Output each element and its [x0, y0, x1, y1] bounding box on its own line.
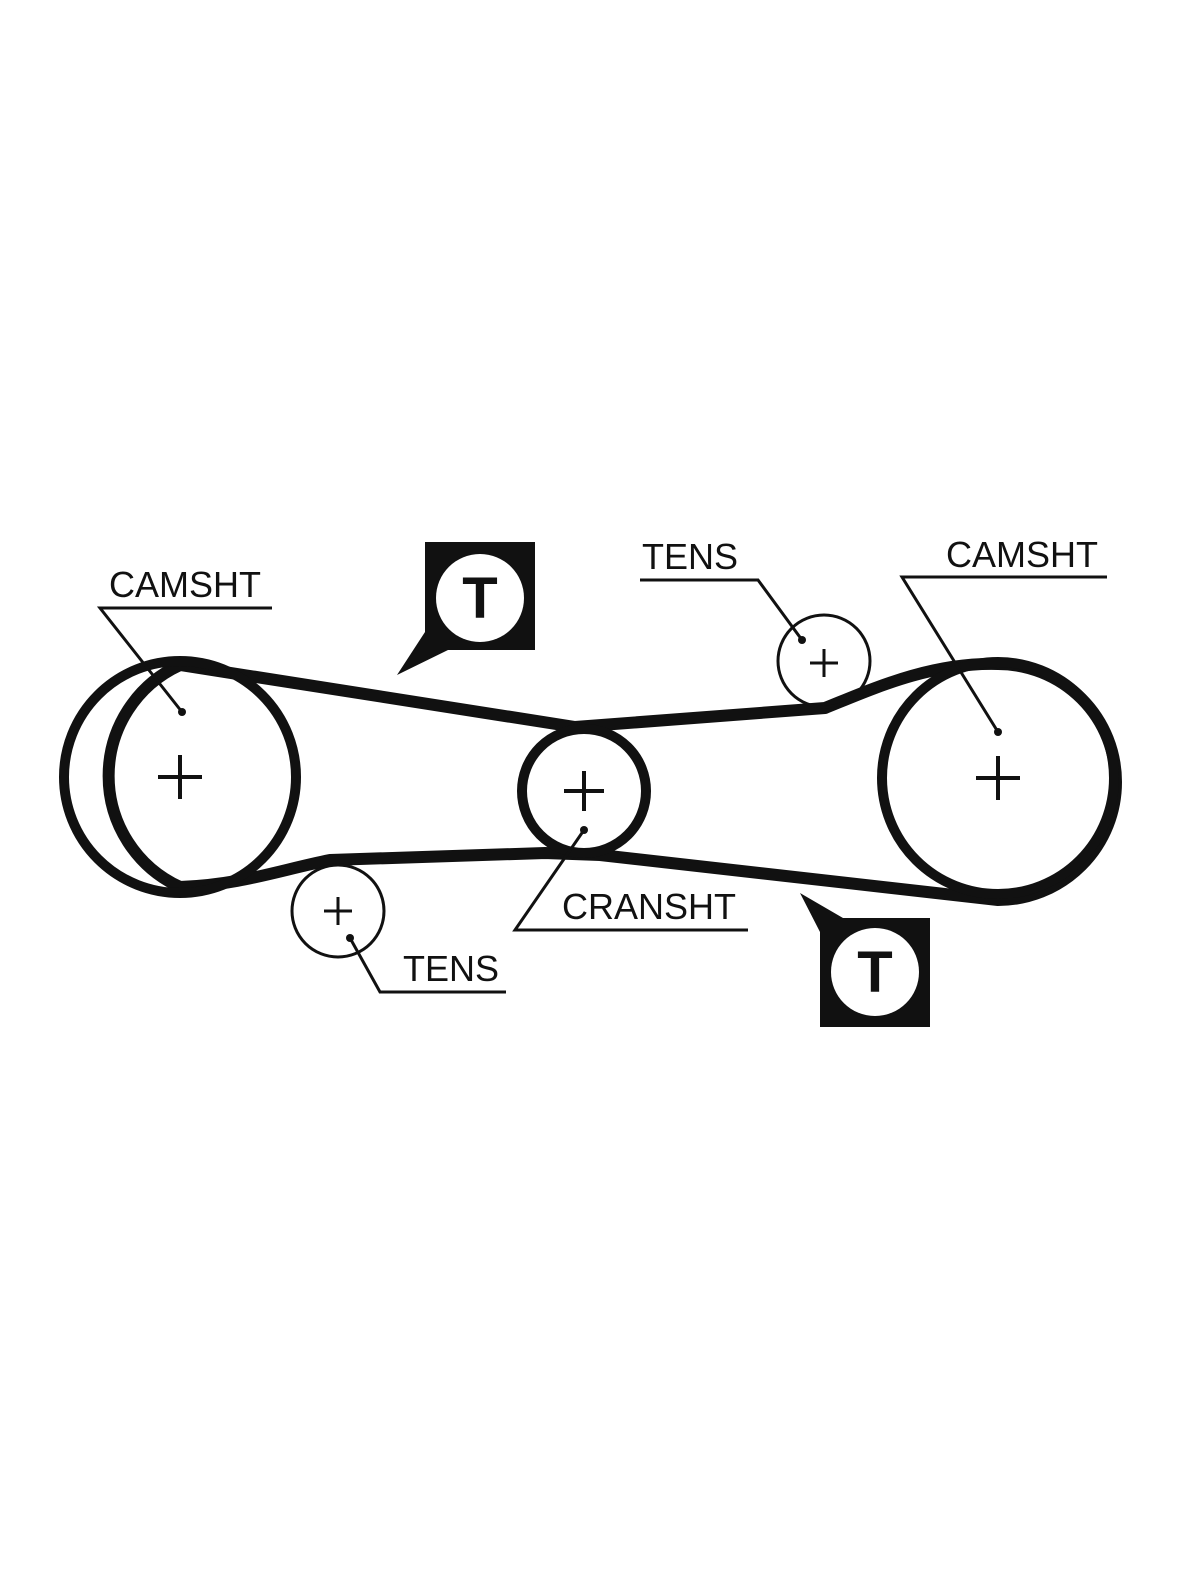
- tension-mark-bottom: T: [800, 893, 930, 1027]
- tensioner-pulley-bottom: [290, 863, 386, 959]
- leader-tensioner-top: [640, 578, 804, 641]
- camshaft-pulley-right: [877, 657, 1119, 899]
- tension-mark-top: T: [397, 542, 535, 675]
- leader-dot-tensioner-top: [798, 636, 806, 644]
- leader-dot-camshaft-left: [178, 708, 186, 716]
- leader-lines: [96, 575, 1107, 994]
- camshaft-pulley-left: [59, 656, 301, 898]
- label-tensioner-bottom: TENS: [403, 948, 499, 989]
- leader-dot-camshaft-right: [994, 728, 1002, 736]
- label-camshaft-right: CAMSHT: [946, 534, 1098, 575]
- leader-dot-crankshaft: [580, 826, 588, 834]
- tension-mark-bottom-label: T: [857, 940, 892, 1005]
- leader-tensioner-bottom: [348, 937, 506, 994]
- tensioner-pulley-top: [776, 613, 872, 709]
- label-camshaft-left: CAMSHT: [109, 564, 261, 605]
- leader-crankshaft: [512, 829, 748, 932]
- leader-dot-tensioner-bottom: [346, 934, 354, 942]
- crankshaft-pulley: [517, 724, 651, 858]
- label-tensioner-top: TENS: [642, 536, 738, 577]
- label-crankshaft: CRANSHT: [562, 886, 736, 927]
- leader-camshaft-right: [899, 575, 1107, 733]
- tension-mark-top-label: T: [462, 566, 497, 631]
- leader-camshaft-left: [96, 606, 272, 713]
